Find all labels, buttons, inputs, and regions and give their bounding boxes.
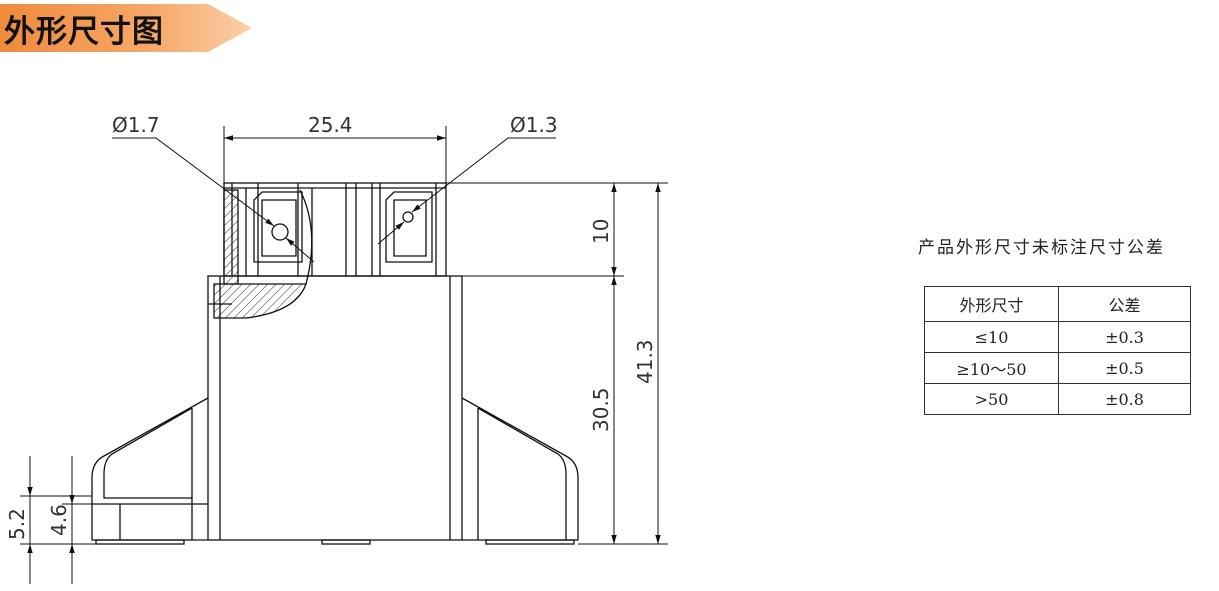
dim-hole-left: Ø1.7 (112, 113, 160, 137)
tolerance-table: 外形尺寸 公差 ≤10 ±0.3 ≥10～50 ±0.5 >50 ±0.8 (924, 286, 1191, 415)
range-cell: ≤10 (924, 321, 1059, 353)
header-banner (0, 4, 252, 52)
tolerance-note: 产品外形尺寸未标注尺寸公差 (918, 238, 1165, 258)
right-terminal-hole (402, 211, 414, 223)
table-header-row: 外形尺寸 公差 (924, 286, 1191, 322)
page-title: 外形尺寸图 (4, 14, 164, 50)
left-terminal-hole (271, 223, 289, 241)
tolerance-cell: ±0.3 (1058, 321, 1191, 353)
left-terminal-tab (253, 191, 303, 263)
dim-base-outer: 5.2 (5, 508, 29, 540)
leader-right-hole (411, 137, 556, 213)
range-cell: ≥10～50 (924, 352, 1059, 384)
dim-terminal-height: 10 (589, 219, 613, 244)
range-cell: >50 (924, 383, 1059, 415)
dim-base-inner: 4.6 (47, 504, 71, 536)
left-mounting-flange (91, 397, 209, 545)
terminal-block (213, 182, 447, 319)
table-row: ≤10 ±0.3 (924, 321, 1191, 353)
right-mounting-flange (461, 397, 579, 545)
header-tolerance: 公差 (1058, 286, 1191, 322)
table-row: ≥10～50 ±0.5 (924, 352, 1191, 384)
leader-left-hole (112, 137, 275, 227)
dim-body-height: 30.5 (589, 387, 613, 432)
banner-arrow-shape (0, 4, 252, 52)
table-row: >50 ±0.8 (924, 383, 1191, 415)
tolerance-cell: ±0.8 (1058, 383, 1191, 415)
dim-total-height: 41.3 (633, 339, 657, 384)
bottom-foot (321, 539, 371, 545)
tolerance-cell: ±0.5 (1058, 352, 1191, 384)
header-dimension: 外形尺寸 (924, 286, 1059, 322)
right-terminal-tab (385, 191, 433, 263)
dim-hole-right: Ø1.3 (510, 113, 558, 137)
dim-width: 25.4 (308, 113, 353, 137)
